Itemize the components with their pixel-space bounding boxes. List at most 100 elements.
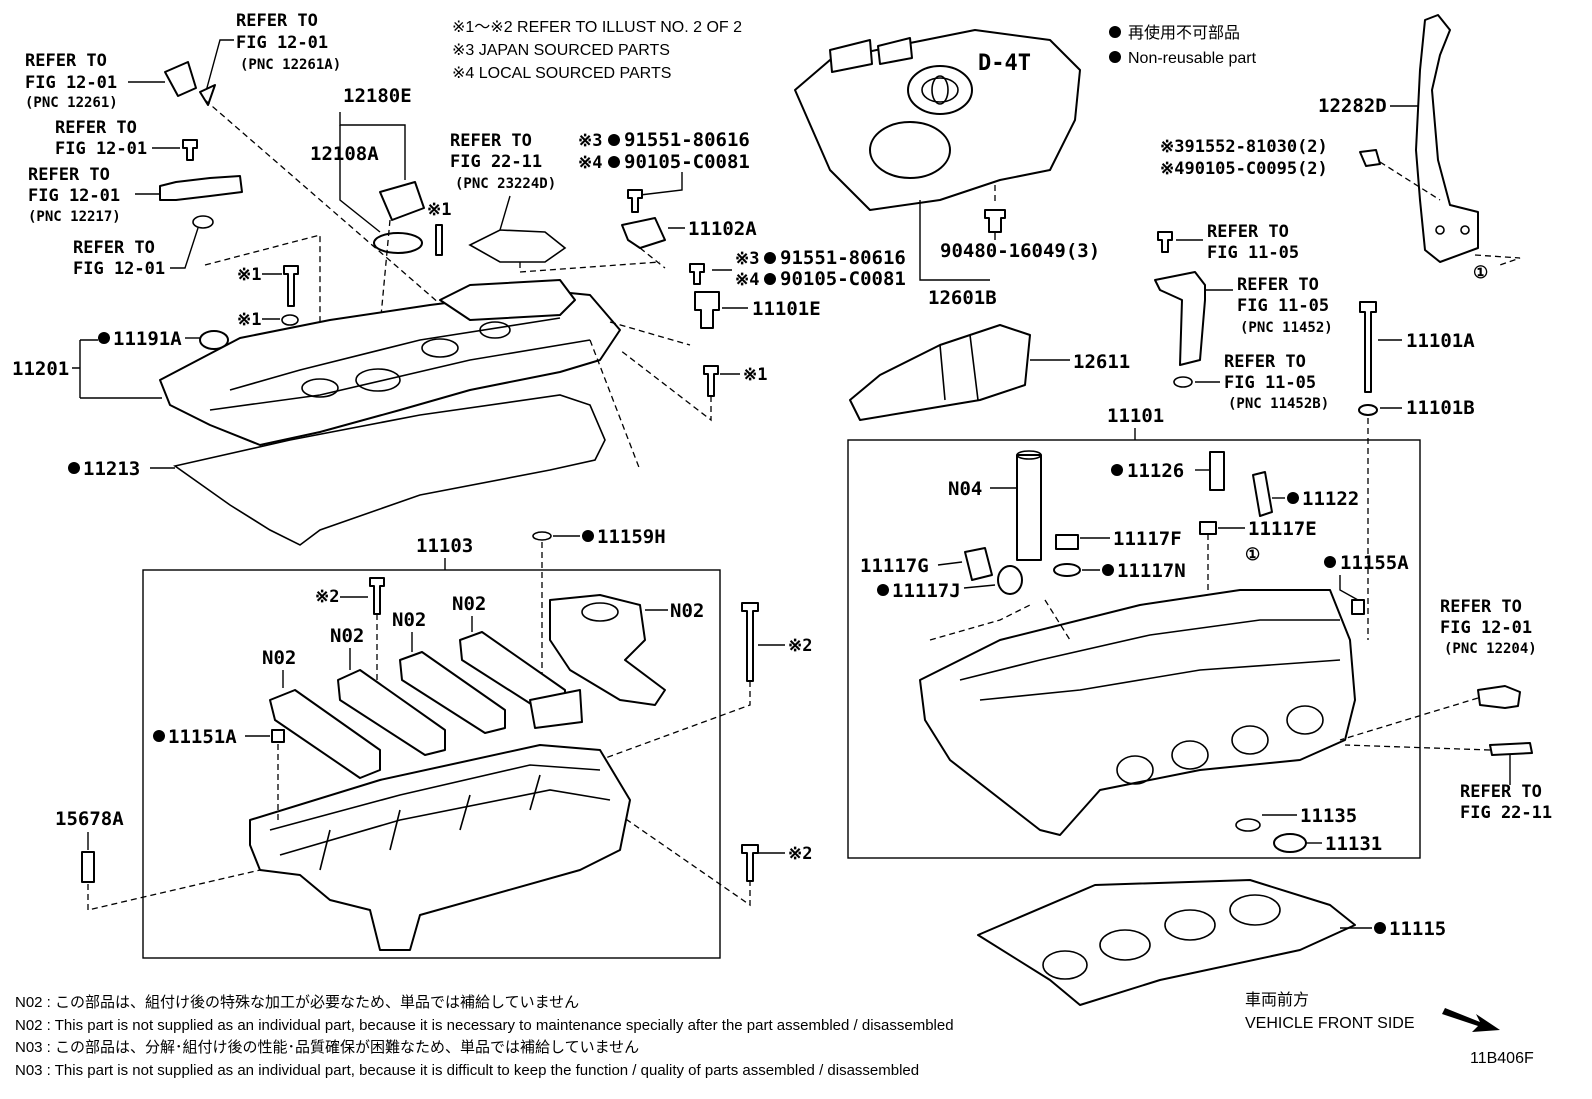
- ref-fig-1201-6: FIG 12-01: [1440, 618, 1532, 638]
- label-11117n: 11117N: [1117, 560, 1186, 582]
- label-11101b: 11101B: [1406, 397, 1475, 419]
- bolt-4b-tag: ※4: [735, 270, 759, 290]
- label-11117g: 11117G: [860, 555, 929, 577]
- camshaft-housing: [249, 744, 631, 951]
- clip-12261a: [199, 84, 216, 106]
- x2-a: ※2: [315, 587, 339, 607]
- ref-fig-1105-3: FIG 11-05: [1224, 373, 1316, 393]
- grommet-90480: [984, 209, 1006, 233]
- ref-fig-1201-2: FIG 12-01: [236, 33, 328, 53]
- label-n02-b: N02: [330, 625, 364, 647]
- bolt-icon: [689, 263, 705, 285]
- ref-fig-1201-5: FIG 12-01: [73, 259, 165, 279]
- label-11135: 11135: [1300, 805, 1357, 827]
- bolt-icon: [627, 189, 643, 213]
- ref-refer-to-7: REFER TO: [1207, 222, 1289, 242]
- plug-11117e: [1199, 521, 1217, 535]
- label-12108a: 12108A: [310, 143, 379, 165]
- x2-c: ※2: [788, 844, 812, 864]
- pin-11126: [1209, 451, 1225, 491]
- cover-opening: [869, 121, 951, 179]
- pin-11122: [1252, 471, 1273, 517]
- note-2: ※3 JAPAN SOURCED PARTS: [452, 42, 670, 59]
- label-11115: 11115: [1389, 918, 1446, 940]
- seal-11117j: [997, 565, 1023, 595]
- bolt-x2: [741, 602, 759, 682]
- note-3: ※4 LOCAL SOURCED PARTS: [452, 65, 671, 82]
- legend-en: Non-reusable part: [1128, 50, 1257, 67]
- bolt-3b-pn: 91551-80616: [780, 247, 906, 269]
- label-11159h: 11159H: [597, 526, 666, 548]
- label-12611: 12611: [1073, 351, 1130, 373]
- label-11102a: 11102A: [688, 218, 757, 240]
- bolt-4c: ※490105-C0095(2): [1160, 159, 1328, 179]
- seal-11131: [1273, 833, 1307, 853]
- stud-icon: [435, 224, 443, 256]
- plug-11117f: [1055, 534, 1079, 550]
- sensor-11102a: [621, 217, 666, 249]
- footnote-n03-en: N03 : This part is not supplied as an in…: [15, 1062, 919, 1079]
- label-12601b: 12601B: [928, 287, 997, 309]
- oring-icon: [192, 215, 214, 229]
- bolt-icon: [182, 139, 198, 161]
- box-11103: [142, 569, 721, 959]
- label-11117f: 11117F: [1113, 528, 1182, 550]
- oring-11159h: [532, 531, 552, 541]
- circle-1-b: ①: [1245, 545, 1260, 565]
- ref-refer-to-2: REFER TO: [236, 11, 318, 31]
- label-11117j: 11117J: [892, 580, 961, 602]
- pin-11151a: [271, 729, 285, 743]
- ref-fig-1201-3: FIG 12-01: [55, 139, 147, 159]
- legend-dot-jp: [1109, 26, 1121, 38]
- ref-fig-2211-1: FIG 22-11: [450, 152, 542, 172]
- bolt-x2: [741, 844, 759, 882]
- ref-pnc-11452b: (PNC 11452B): [1228, 396, 1329, 412]
- tube-11452: [1154, 271, 1206, 366]
- label-11101a: 11101A: [1406, 330, 1475, 352]
- ref-refer-to-11: REFER TO: [1460, 782, 1542, 802]
- label-n02-c: N02: [392, 609, 426, 631]
- pin-11155a: [1351, 599, 1365, 615]
- gasket-11213: [173, 394, 606, 546]
- label-11213: 11213: [83, 458, 140, 480]
- cylinder-head: [919, 589, 1356, 836]
- ref-refer-to-10: REFER TO: [1440, 597, 1522, 617]
- ref-refer-to-5: REFER TO: [73, 238, 155, 258]
- bolt-3a-pn: 91551-80616: [624, 129, 750, 151]
- ref-refer-to-1: REFER TO: [25, 51, 107, 71]
- label-n04: N04: [948, 478, 982, 500]
- stud-icon: [1489, 742, 1533, 756]
- bearing-cap-n02: [269, 689, 381, 779]
- label-n02-e: N02: [670, 600, 704, 622]
- oil-filler-cap: [379, 181, 425, 221]
- ref-refer-to-8: REFER TO: [1237, 275, 1319, 295]
- label-11191a: 11191A: [113, 328, 182, 350]
- label-11101e: 11101E: [752, 298, 821, 320]
- cover-logo-text: D-4T: [978, 51, 1031, 76]
- bolt-3a-tag: ※3: [578, 131, 602, 151]
- gasket-11117n: [1053, 563, 1081, 577]
- bolt-icon: [1359, 149, 1381, 167]
- cover-tab: [877, 37, 913, 65]
- ref-fig-1105-2: FIG 11-05: [1237, 296, 1329, 316]
- label-11151a: 11151A: [168, 726, 237, 748]
- bolt-icon: [703, 365, 719, 397]
- oring-icon: [1173, 376, 1193, 388]
- head-gasket-11115: [977, 879, 1356, 1006]
- label-11201: 11201: [12, 358, 69, 380]
- label-15678a: 15678A: [55, 808, 124, 830]
- box-11101: [847, 439, 1421, 859]
- footnote-n02-en: N02 : This part is not supplied as an in…: [15, 1017, 954, 1034]
- label-11126: 11126: [1127, 460, 1184, 482]
- seal-11191a: [199, 330, 229, 350]
- cover-top-flange: [439, 279, 576, 321]
- footnote-n03-jp: N03 : この部品は、分解･組付け後の性能･品質確保が困難なため、単品では補給…: [15, 1038, 639, 1056]
- ref-pnc-12261a: (PNC 12261A): [240, 57, 341, 73]
- bearing-cap-n02-front: [549, 594, 666, 706]
- sensor-12204: [1477, 685, 1521, 709]
- x1-a: ※1: [427, 200, 451, 220]
- label-n02-d: N02: [452, 593, 486, 615]
- ref-fig-1201-1: FIG 12-01: [25, 73, 117, 93]
- diagram-code: 11B406F: [1470, 1050, 1534, 1067]
- label-n02-a: N02: [262, 647, 296, 669]
